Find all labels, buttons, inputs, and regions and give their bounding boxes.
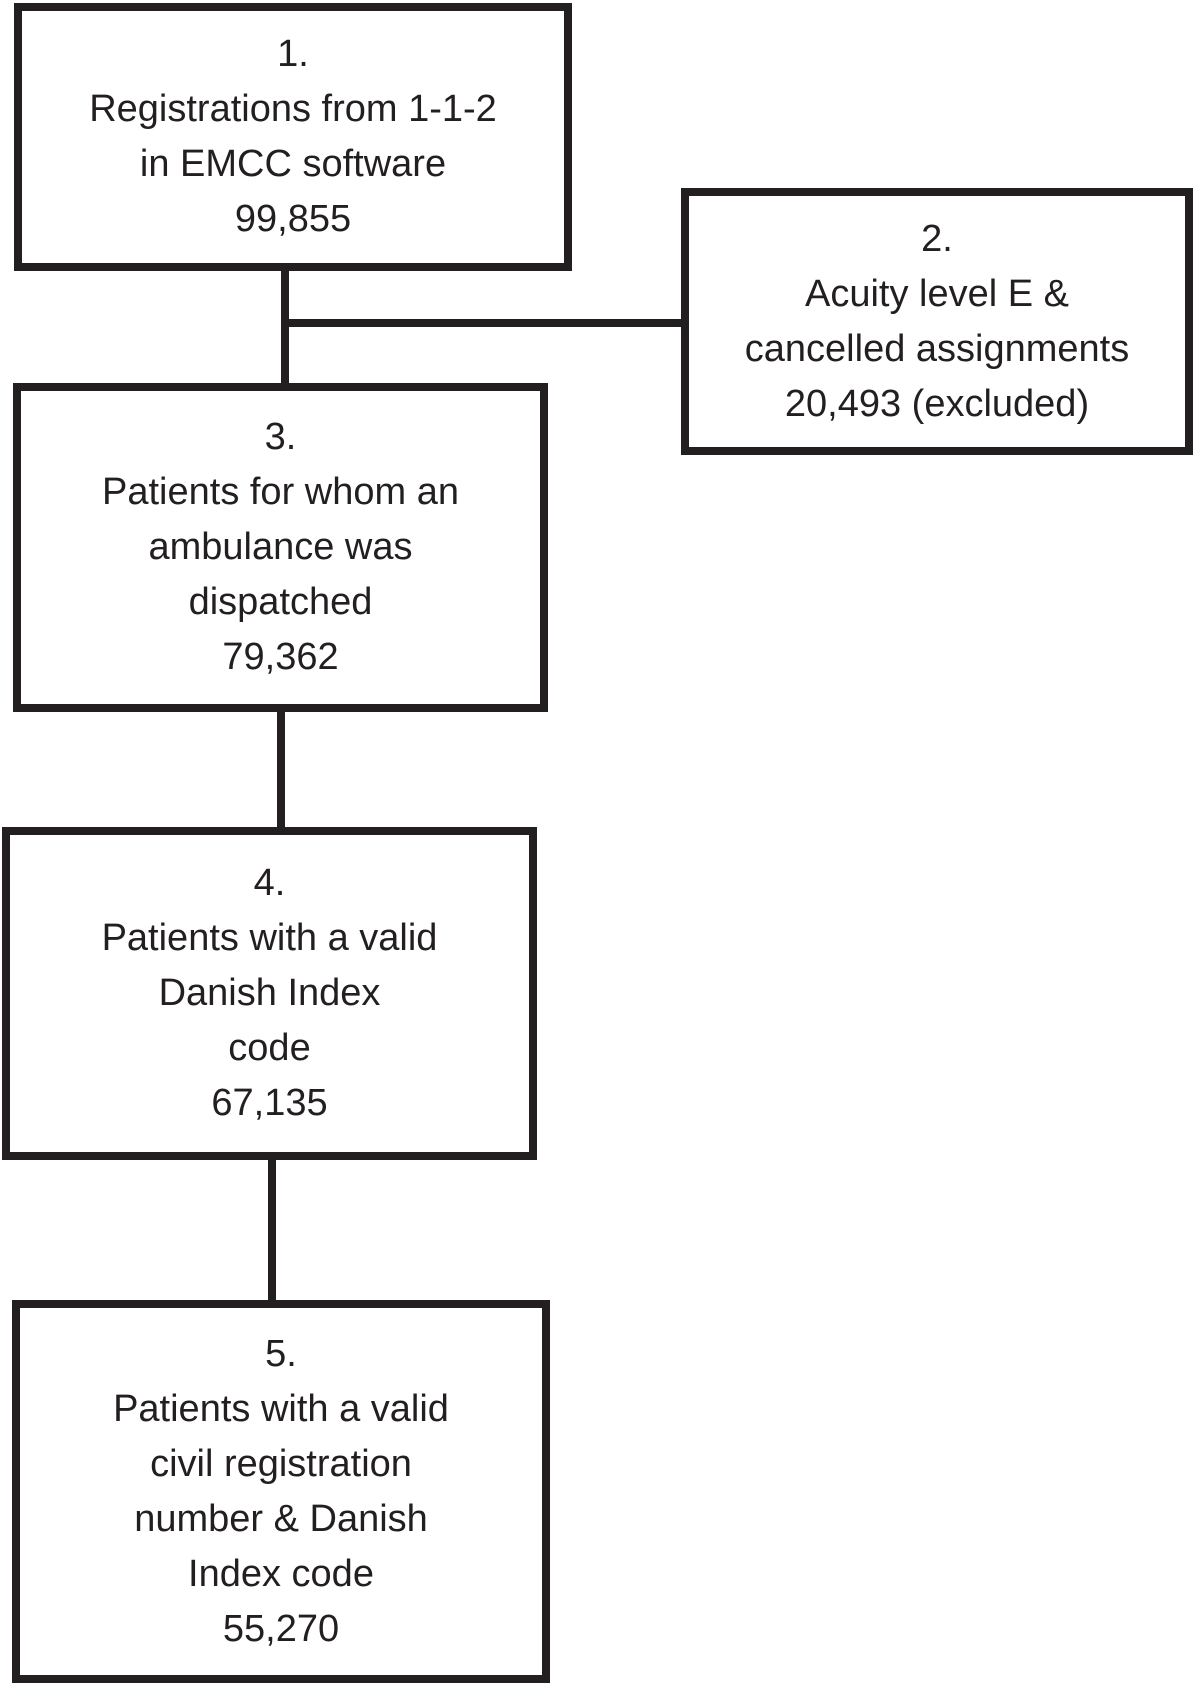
box-2-label: Acuity level E & cancelled assignments [744,272,1130,370]
box-5-label: Patients with a valid civil registration… [113,1387,449,1595]
box-1-label: Registrations from 1-1-2 in EMCC softwar… [89,88,497,185]
box-2-count: 20,493 (excluded) [784,382,1090,425]
box-4-label: Patients with a valid Danish Index code [101,917,438,1069]
box-4-number: 4. [253,862,286,904]
box-5-number: 5. [265,1332,297,1375]
box-3-label: Patients for whom an ambulance was dispa… [102,471,459,623]
connector-branch-to-box2 [281,319,685,327]
flowchart-box-4: 4. Patients with a valid Danish Index co… [2,827,537,1160]
connector-box3-to-box4 [277,708,285,831]
box-4-count: 67,135 [211,1082,328,1124]
flowchart-box-1: 1. Registrations from 1-1-2 in EMCC soft… [14,3,572,271]
box-2-number: 2. [921,217,953,260]
box-1-count: 99,855 [234,198,352,240]
flowchart-box-3: 3. Patients for whom an ambulance was di… [13,383,548,712]
box-3-count: 79,362 [222,636,339,678]
flowchart-box-5: 5. Patients with a valid civil registrat… [12,1300,550,1683]
box-3-number: 3. [264,416,297,458]
connector-box4-to-box5 [268,1156,276,1304]
box-1-number: 1. [277,33,309,75]
flowchart-box-2: 2. Acuity level E & cancelled assignment… [681,188,1193,455]
box-5-count: 55,270 [222,1607,340,1650]
